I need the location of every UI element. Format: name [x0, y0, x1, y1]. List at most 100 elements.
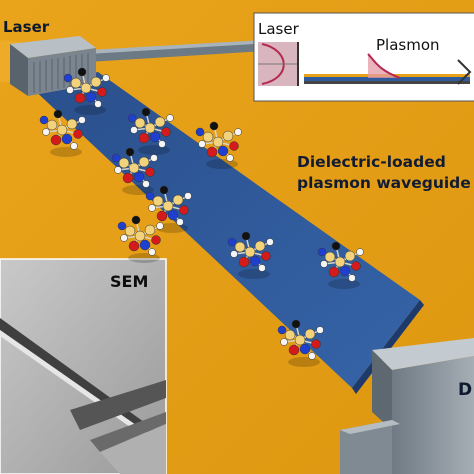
- molecule-atom: [308, 352, 316, 360]
- molecule-atom: [226, 154, 234, 162]
- molecule-shadow: [288, 357, 320, 367]
- molecule-atom: [120, 234, 128, 242]
- molecule-atom: [162, 200, 174, 212]
- molecule-shadow: [50, 147, 82, 157]
- sem-label: SEM: [110, 272, 149, 291]
- molecule-atom: [356, 248, 364, 256]
- molecule-atom: [130, 126, 138, 134]
- molecule-atom: [217, 145, 229, 157]
- molecule-shadow: [206, 159, 238, 169]
- molecule-atom: [151, 235, 161, 245]
- molecule-atom: [53, 109, 63, 119]
- molecule: [317, 241, 364, 289]
- molecule-atom: [238, 256, 250, 268]
- molecule-atom: [294, 334, 306, 346]
- molecule-atom: [198, 140, 206, 148]
- molecule: [145, 185, 192, 233]
- molecule-atom: [145, 167, 155, 177]
- molecule-atom: [149, 131, 161, 143]
- molecule-atom: [154, 116, 166, 128]
- molecule-atom: [152, 195, 164, 207]
- sem-inset: [0, 258, 167, 474]
- molecule-atom: [66, 118, 78, 130]
- molecule-atom: [261, 251, 271, 261]
- molecule-atom: [145, 191, 155, 201]
- molecule-atom: [144, 224, 156, 236]
- molecule-atom: [195, 127, 205, 137]
- molecule-atom: [288, 344, 300, 356]
- molecule-atom: [94, 100, 102, 108]
- molecule-atom: [258, 264, 266, 272]
- molecule-atom: [77, 67, 87, 77]
- molecule: [63, 67, 110, 115]
- molecule-atom: [134, 117, 146, 129]
- molecule-atom: [331, 241, 341, 251]
- molecule-atom: [158, 140, 166, 148]
- waveguide-label-line1: Dielectric-loaded: [297, 153, 446, 171]
- molecule-atom: [172, 194, 184, 206]
- molecule-atom: [179, 205, 189, 215]
- molecule: [117, 215, 164, 263]
- molecule-atom: [142, 180, 150, 188]
- molecule-atom: [284, 329, 296, 341]
- molecule-atom: [102, 74, 110, 82]
- plasmon-decay-fill: [368, 54, 400, 78]
- molecule-atom: [50, 134, 62, 146]
- molecule-atom: [150, 154, 158, 162]
- molecule-atom: [138, 132, 150, 144]
- molecule-atom: [229, 141, 239, 151]
- molecule: [195, 121, 242, 169]
- molecule-atom: [90, 76, 102, 88]
- molecule-group: [39, 67, 364, 367]
- molecule-atom: [209, 121, 219, 131]
- molecule-atom: [299, 343, 311, 355]
- molecule-atom: [311, 339, 321, 349]
- molecule-atom: [42, 128, 50, 136]
- molecule-atom: [139, 239, 151, 251]
- molecule-atom: [144, 122, 156, 134]
- molecule-atom: [348, 274, 356, 282]
- inset-panel: [253, 12, 474, 102]
- molecule-atom: [128, 240, 140, 252]
- molecule-atom: [156, 210, 168, 222]
- waveguide-label-line2: plasmon waveguide: [297, 174, 471, 192]
- molecule-atom: [334, 256, 346, 268]
- molecule-atom: [56, 124, 68, 136]
- molecule-atom: [167, 209, 179, 221]
- molecule-atom: [61, 133, 73, 145]
- molecule-atom: [206, 146, 218, 158]
- molecule-atom: [114, 166, 122, 174]
- molecule-atom: [184, 192, 192, 200]
- molecule-atom: [222, 130, 234, 142]
- molecule-atom: [291, 319, 301, 329]
- molecule-atom: [249, 255, 261, 267]
- molecule-atom: [304, 328, 316, 340]
- molecule-atom: [266, 238, 274, 246]
- molecule-atom: [138, 156, 150, 168]
- molecule-atom: [118, 157, 130, 169]
- molecule-atom: [156, 222, 164, 230]
- molecule-shadow: [128, 253, 160, 263]
- molecule-atom: [212, 136, 224, 148]
- molecule-shadow: [238, 269, 270, 279]
- waveguide-edge: [352, 300, 424, 394]
- molecule-atom: [63, 73, 73, 83]
- molecule: [39, 109, 86, 157]
- molecule-atom: [134, 230, 146, 242]
- molecule: [111, 147, 158, 195]
- molecule-shadow: [138, 145, 170, 155]
- molecule-atom: [244, 246, 256, 258]
- molecule-atom: [70, 77, 82, 89]
- detector-label: D: [458, 380, 473, 400]
- inset-plasmon-label: Plasmon: [376, 36, 440, 54]
- molecule-atom: [234, 128, 242, 136]
- molecule-atom: [344, 250, 356, 262]
- molecule-atom: [111, 153, 121, 163]
- molecule-atom: [128, 162, 140, 174]
- molecule-atom: [148, 204, 156, 212]
- plasmon-decay-curve: [367, 53, 401, 79]
- molecule-atom: [241, 231, 251, 241]
- molecule-atom: [202, 131, 214, 143]
- molecule-atom: [277, 325, 287, 335]
